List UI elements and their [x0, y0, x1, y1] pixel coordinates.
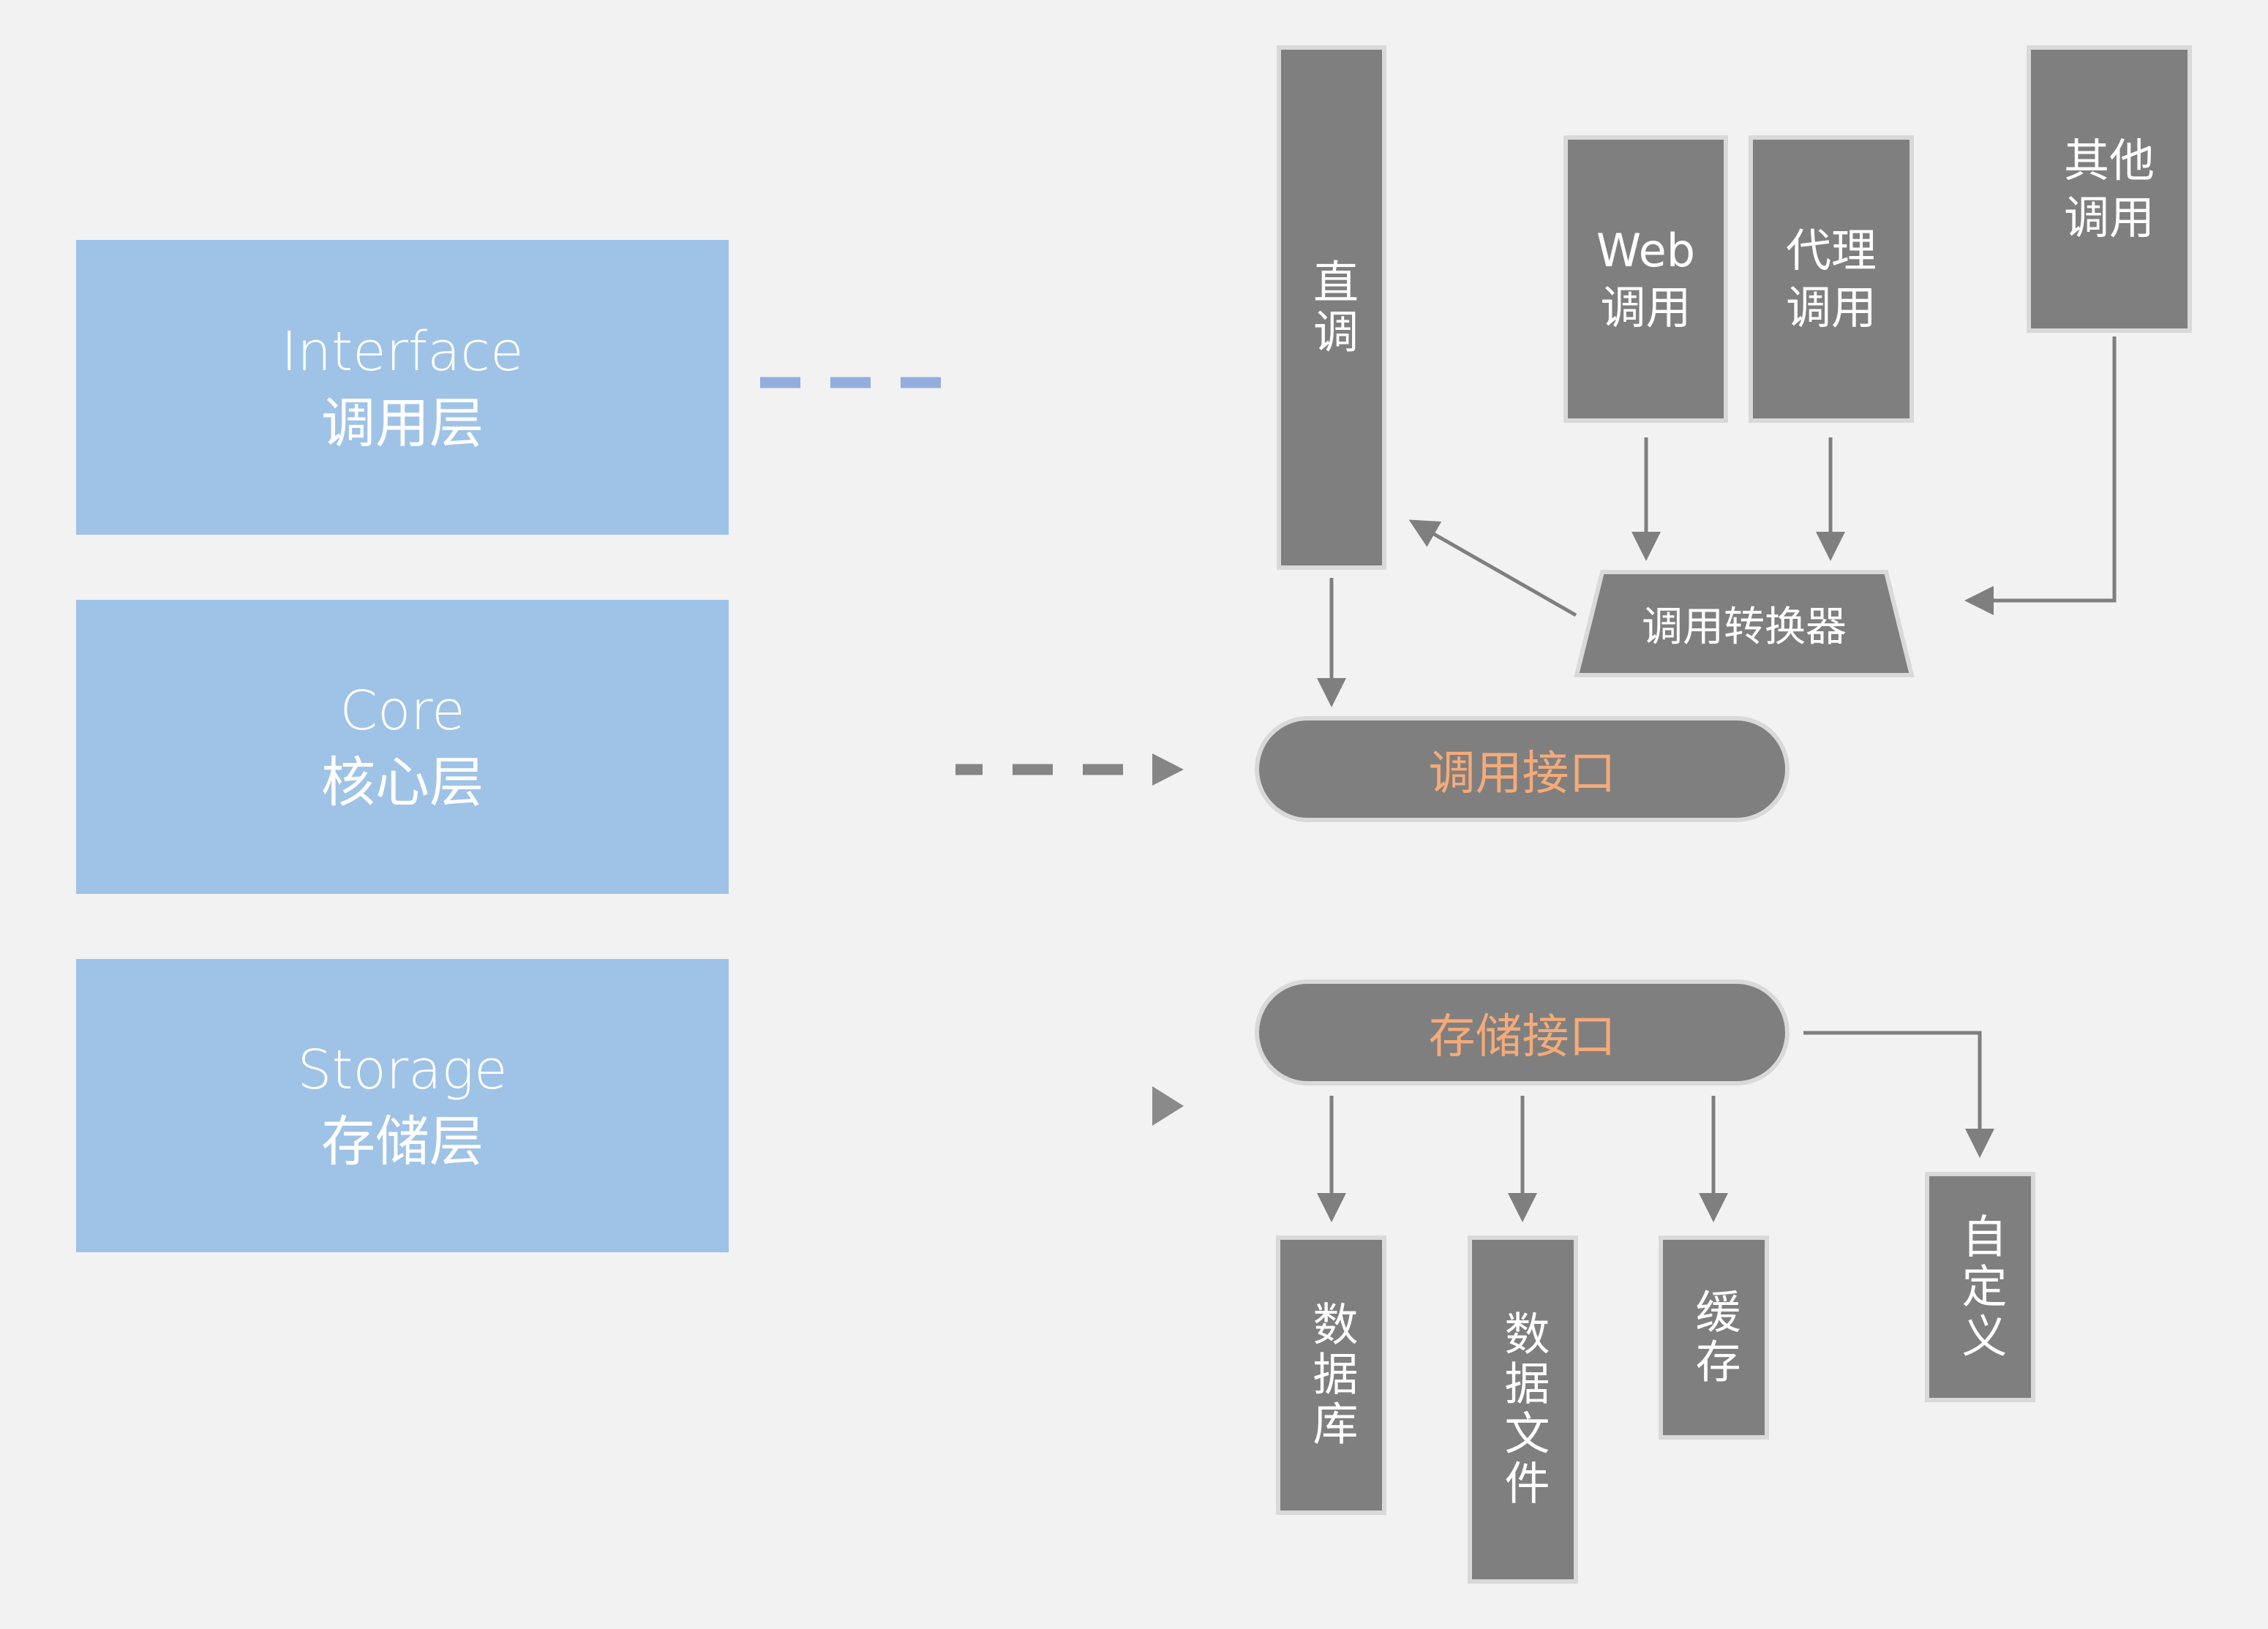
- node-custom-label: 自定义: [1953, 1212, 2008, 1362]
- other-to-converter-arrow: [1964, 336, 2117, 615]
- node-cache: 缓存: [1659, 1235, 1769, 1440]
- layer-interface-en: Interface: [281, 320, 524, 383]
- node-web-call-line2: 调用: [1600, 280, 1691, 334]
- layer-interface: Interface 调用层: [76, 240, 729, 535]
- converter-to-direct-arrow: [1408, 519, 1577, 617]
- node-proxy-call-line1: 代理: [1785, 223, 1877, 277]
- node-custom: 自定义: [1925, 1172, 2035, 1402]
- node-cache-label: 缓存: [1687, 1287, 1741, 1388]
- layer-storage: Storage 存储层: [76, 959, 729, 1252]
- node-converter-label: 调用转换器: [1642, 603, 1847, 651]
- node-direct-call-label: 直调: [1305, 257, 1359, 358]
- node-other-call-line2: 调用: [2063, 190, 2155, 244]
- arrowhead-icon: [1152, 1086, 1184, 1126]
- node-storage-interface-label: 存储接口: [1428, 1009, 1616, 1064]
- layer-storage-zh: 存储层: [321, 1110, 484, 1173]
- storage-to-custom-arrow: [1803, 1031, 1994, 1158]
- node-database: 数据库: [1276, 1235, 1386, 1515]
- interface-to-call-interface-connector: [760, 377, 1184, 786]
- converter-shape: [1574, 570, 1915, 677]
- node-direct-call: 直调: [1277, 45, 1386, 570]
- layer-core: Core 核心层: [76, 600, 729, 894]
- layer-interface-zh: 调用层: [321, 391, 484, 455]
- node-storage-interface: 存储接口: [1255, 979, 1790, 1086]
- node-other-call-line1: 其他: [2063, 133, 2155, 187]
- node-proxy-call-line2: 调用: [1785, 280, 1877, 334]
- node-web-call: Web 调用: [1563, 135, 1728, 423]
- node-web-call-line1: Web: [1596, 223, 1696, 277]
- storage-to-storage-interface-connector: [760, 1086, 1184, 1126]
- node-call-interface: 调用接口: [1255, 716, 1790, 822]
- node-data-file-label: 数据文件: [1496, 1310, 1550, 1509]
- layer-core-zh: 核心层: [321, 751, 484, 814]
- layer-storage-en: Storage: [297, 1038, 508, 1102]
- node-other-call: 其他 调用: [2027, 45, 2192, 333]
- node-database-label: 数据库: [1304, 1301, 1359, 1450]
- node-proxy-call: 代理 调用: [1749, 135, 1914, 423]
- arrowhead-icon: [1152, 753, 1184, 786]
- node-call-interface-label: 调用接口: [1428, 746, 1616, 801]
- layer-core-en: Core: [339, 680, 465, 742]
- node-data-file: 数据文件: [1468, 1235, 1578, 1584]
